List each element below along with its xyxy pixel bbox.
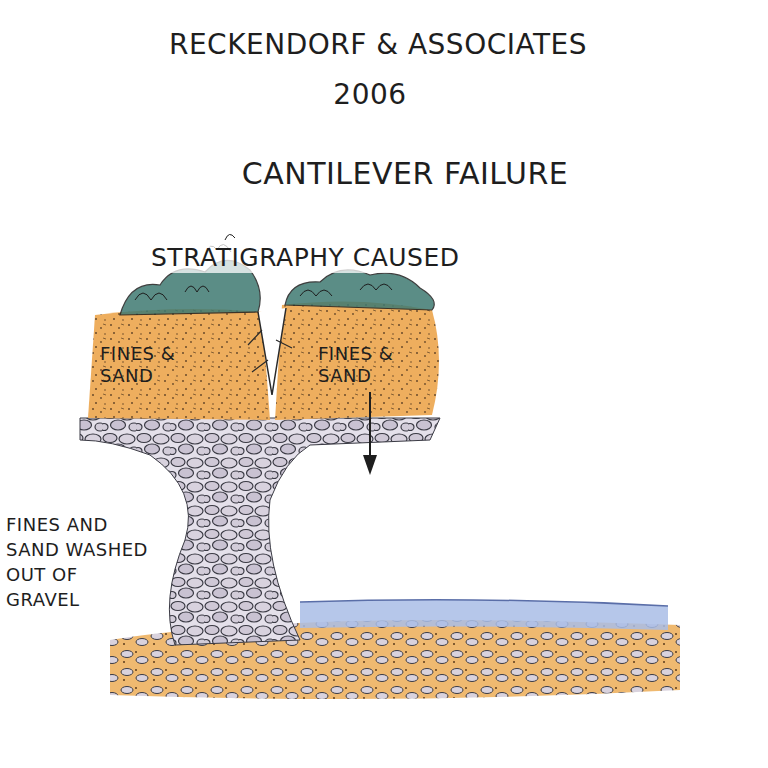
- cause-note: STRATIGRAPHY CAUSED: [148, 243, 463, 273]
- washout-note: FINES AND SAND WASHED OUT OF GRAVEL: [6, 512, 156, 612]
- firm-name: RECKENDORF & ASSOCIATES: [169, 28, 587, 62]
- layer-label: FINES & SAND: [100, 343, 192, 387]
- layer-label: FINES & SAND: [318, 343, 410, 387]
- diagram-title: CANTILEVER FAILURE: [242, 156, 568, 192]
- year-label: 2006: [333, 78, 406, 112]
